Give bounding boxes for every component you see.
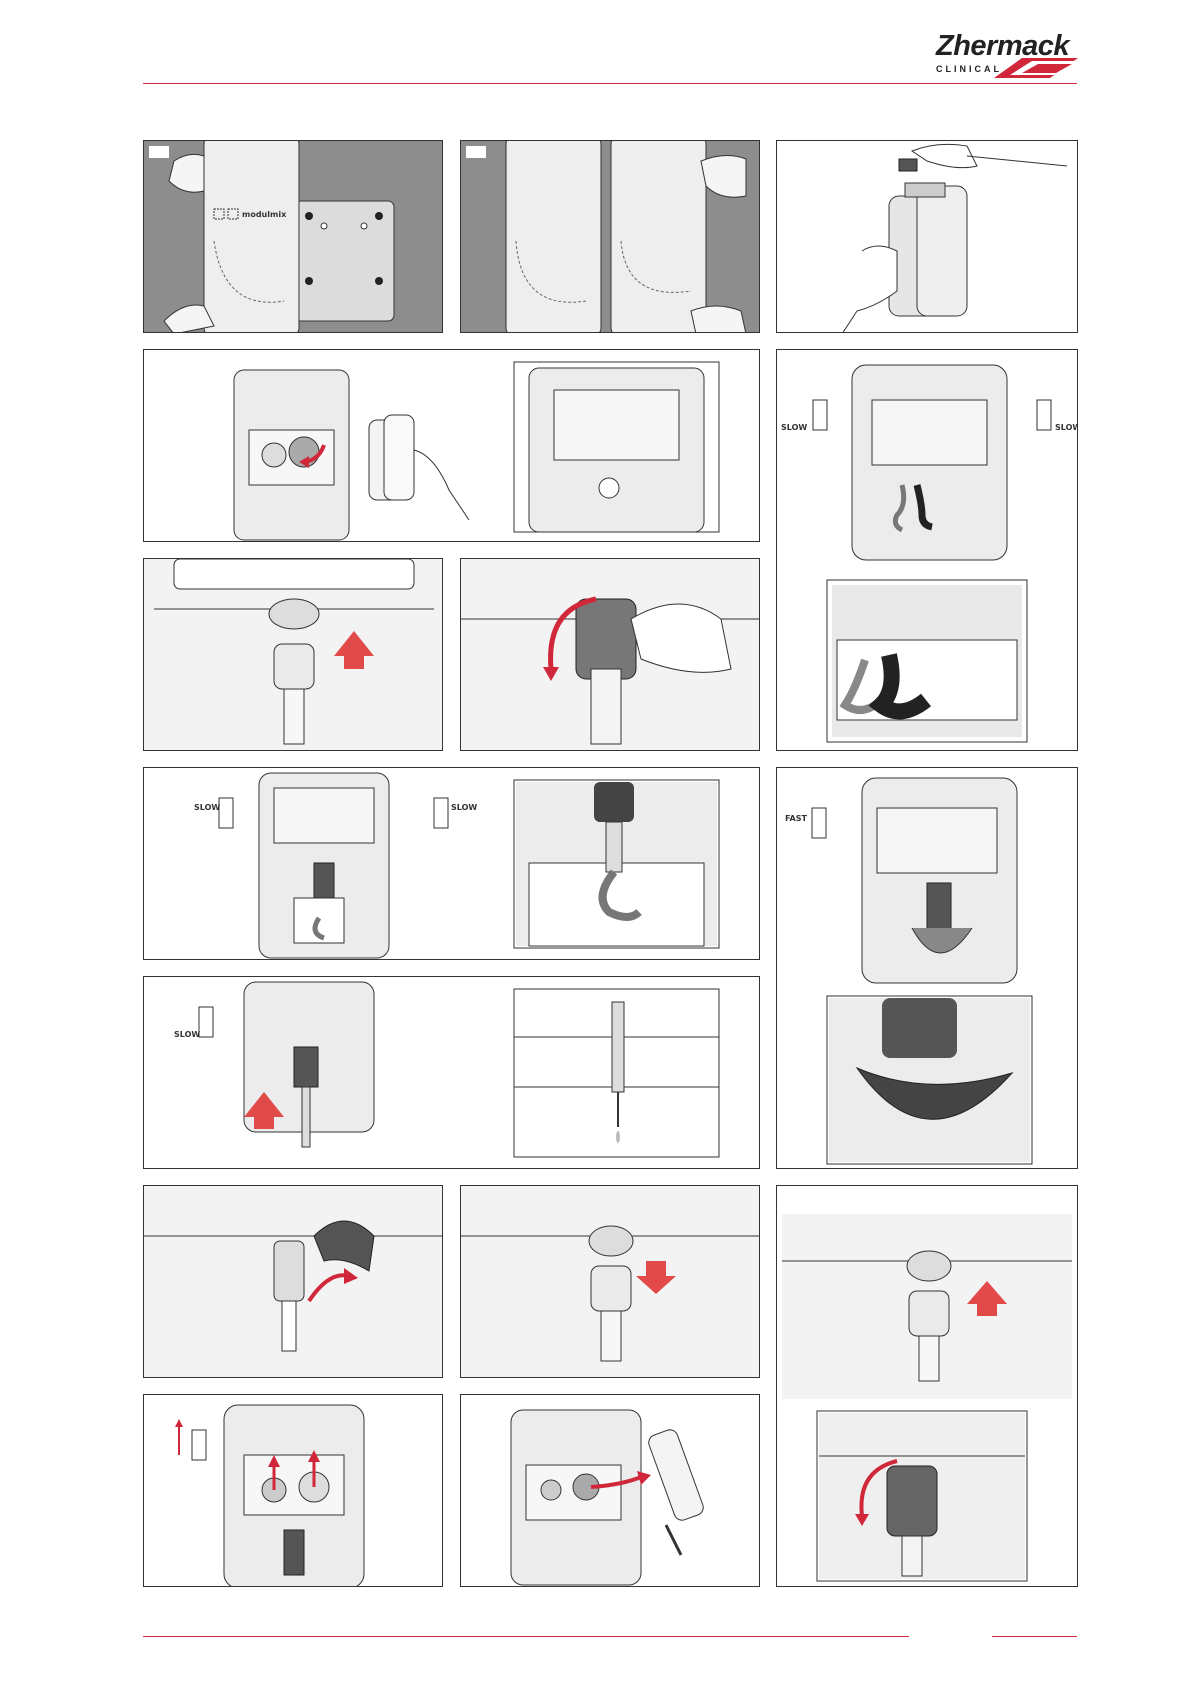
cap-cartridge-illustration bbox=[777, 1186, 1078, 1587]
release-pistons-illustration bbox=[144, 1395, 443, 1587]
slow-prime-illustration: SLOW SLOW bbox=[777, 350, 1078, 751]
remove-mixer-illustration bbox=[461, 1186, 760, 1378]
fast-label: FAST bbox=[785, 814, 808, 823]
remove-ring-illustration bbox=[144, 1186, 443, 1378]
figure-7-turn-ring bbox=[460, 558, 760, 751]
figure-11-remove-ring bbox=[143, 1185, 443, 1378]
figure-15-extract-cartridge bbox=[460, 1394, 760, 1587]
footer-rule-right bbox=[992, 1636, 1077, 1637]
turn-ring-illustration bbox=[461, 559, 760, 751]
cartridge-cap-illustration bbox=[777, 141, 1078, 333]
cover-illustration: modulmix bbox=[144, 141, 443, 333]
mount-ring-illustration bbox=[144, 559, 443, 751]
intraoral-tip-illustration: SLOW bbox=[144, 977, 760, 1169]
figure-12-remove-mixer bbox=[460, 1185, 760, 1378]
figure-9-fast-dispense: FAST bbox=[776, 767, 1078, 1169]
figure-10-intraoral-tip: SLOW bbox=[143, 976, 760, 1169]
figure-13-cap-cartridge bbox=[776, 1185, 1078, 1587]
insert-cartridge-illustration bbox=[144, 350, 760, 542]
figure-1-remove-cover: modulmix bbox=[143, 140, 443, 333]
figure-2-cover-panels bbox=[460, 140, 760, 333]
figure-14-release-pistons bbox=[143, 1394, 443, 1587]
figure-6-mount-ring bbox=[143, 558, 443, 751]
modulmix-text: modulmix bbox=[242, 210, 287, 219]
slow-label-left-2: SLOW bbox=[194, 803, 220, 812]
fast-dispense-illustration: FAST bbox=[777, 768, 1078, 1169]
footer-rule-left bbox=[143, 1636, 909, 1637]
figure-5-slow-prime: SLOW SLOW bbox=[776, 349, 1078, 751]
figure-3-cartridge-cap bbox=[776, 140, 1078, 333]
header-rule bbox=[143, 83, 1077, 84]
extract-cartridge-illustration bbox=[461, 1395, 760, 1587]
slow-label-right-2: SLOW bbox=[451, 803, 477, 812]
slow-label-3: SLOW bbox=[174, 1030, 200, 1039]
zhermack-logo: Zhermack CLINICAL bbox=[930, 28, 1080, 84]
figure-4-insert-cartridge bbox=[143, 349, 760, 542]
slow-label-left: SLOW bbox=[781, 423, 807, 432]
slow-dispense-illustration: SLOW SLOW bbox=[144, 768, 760, 960]
two-covers-illustration bbox=[461, 141, 760, 333]
logo-stripes-icon bbox=[930, 28, 1080, 84]
figure-8-slow-dispense: SLOW SLOW bbox=[143, 767, 760, 960]
slow-label-right: SLOW bbox=[1055, 423, 1078, 432]
